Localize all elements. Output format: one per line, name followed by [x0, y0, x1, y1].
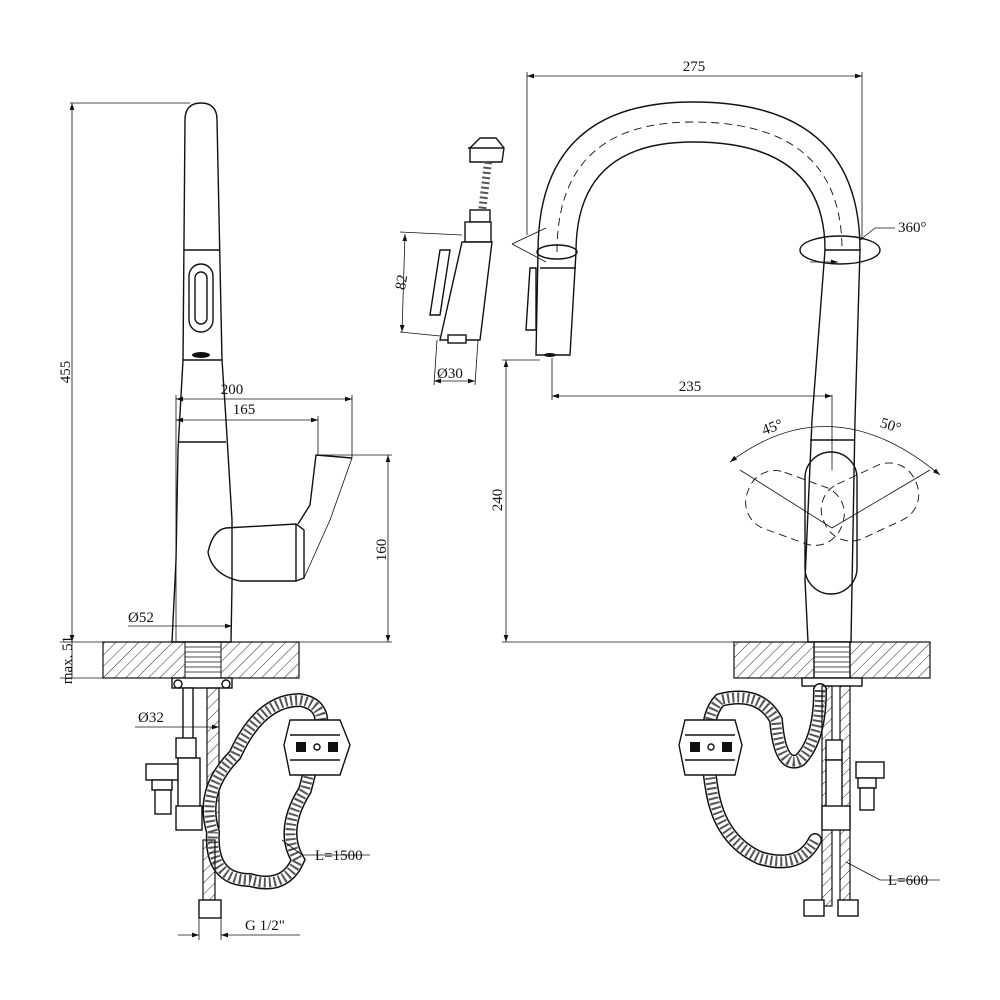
lever-front — [804, 451, 858, 595]
label-hose-short: L=600 — [888, 873, 928, 889]
dim-height-total: 455 — [58, 361, 74, 384]
spray-button-outer — [188, 263, 214, 333]
dim-spout-width: 275 — [683, 59, 706, 75]
dim-mount-max: max. 51 — [60, 636, 76, 684]
dim-lever-angle-left: 45° — [760, 417, 785, 439]
hose-clip — [469, 137, 505, 163]
dim-spray-head-diameter: Ø30 — [437, 366, 463, 382]
faucet-body-side — [171, 359, 233, 643]
spout-arc — [537, 101, 861, 253]
spray-button-inner — [194, 271, 208, 325]
front-view: 275 360° 235 240 — [490, 59, 941, 917]
connector-nut-right-2 — [837, 899, 859, 917]
dim-spout-height: 240 — [490, 489, 506, 512]
label-hose-long: L=1500 — [315, 848, 363, 864]
spray-head-side — [182, 102, 223, 361]
dim-connection-thread: G 1/2" — [245, 918, 285, 934]
dim-spray-head-length: 82 — [393, 274, 411, 292]
dim-base-diameter: Ø52 — [128, 610, 154, 626]
dim-shank-diameter: Ø32 — [138, 710, 164, 726]
side-view: 455 max. 51 200 165 160 Ø52 Ø32 — [58, 102, 392, 940]
handle-side — [207, 523, 305, 582]
connector-nut-left — [198, 899, 222, 919]
dim-spout-rotation: 360° — [898, 220, 927, 236]
dim-reach-handle-inner: 165 — [233, 402, 256, 418]
valve-fitting-left — [175, 737, 197, 759]
connector-nut-right-1 — [803, 899, 825, 917]
dim-handle-height: 160 — [374, 539, 390, 562]
dim-reach-handle-outer: 200 — [221, 382, 244, 398]
dim-lever-angle-right: 50° — [878, 415, 903, 437]
spray-head-detail: 82 Ø30 — [393, 137, 505, 386]
mounting-shank-left — [184, 641, 222, 679]
spray-head-body — [439, 241, 493, 341]
dim-spout-reach: 235 — [679, 379, 702, 395]
